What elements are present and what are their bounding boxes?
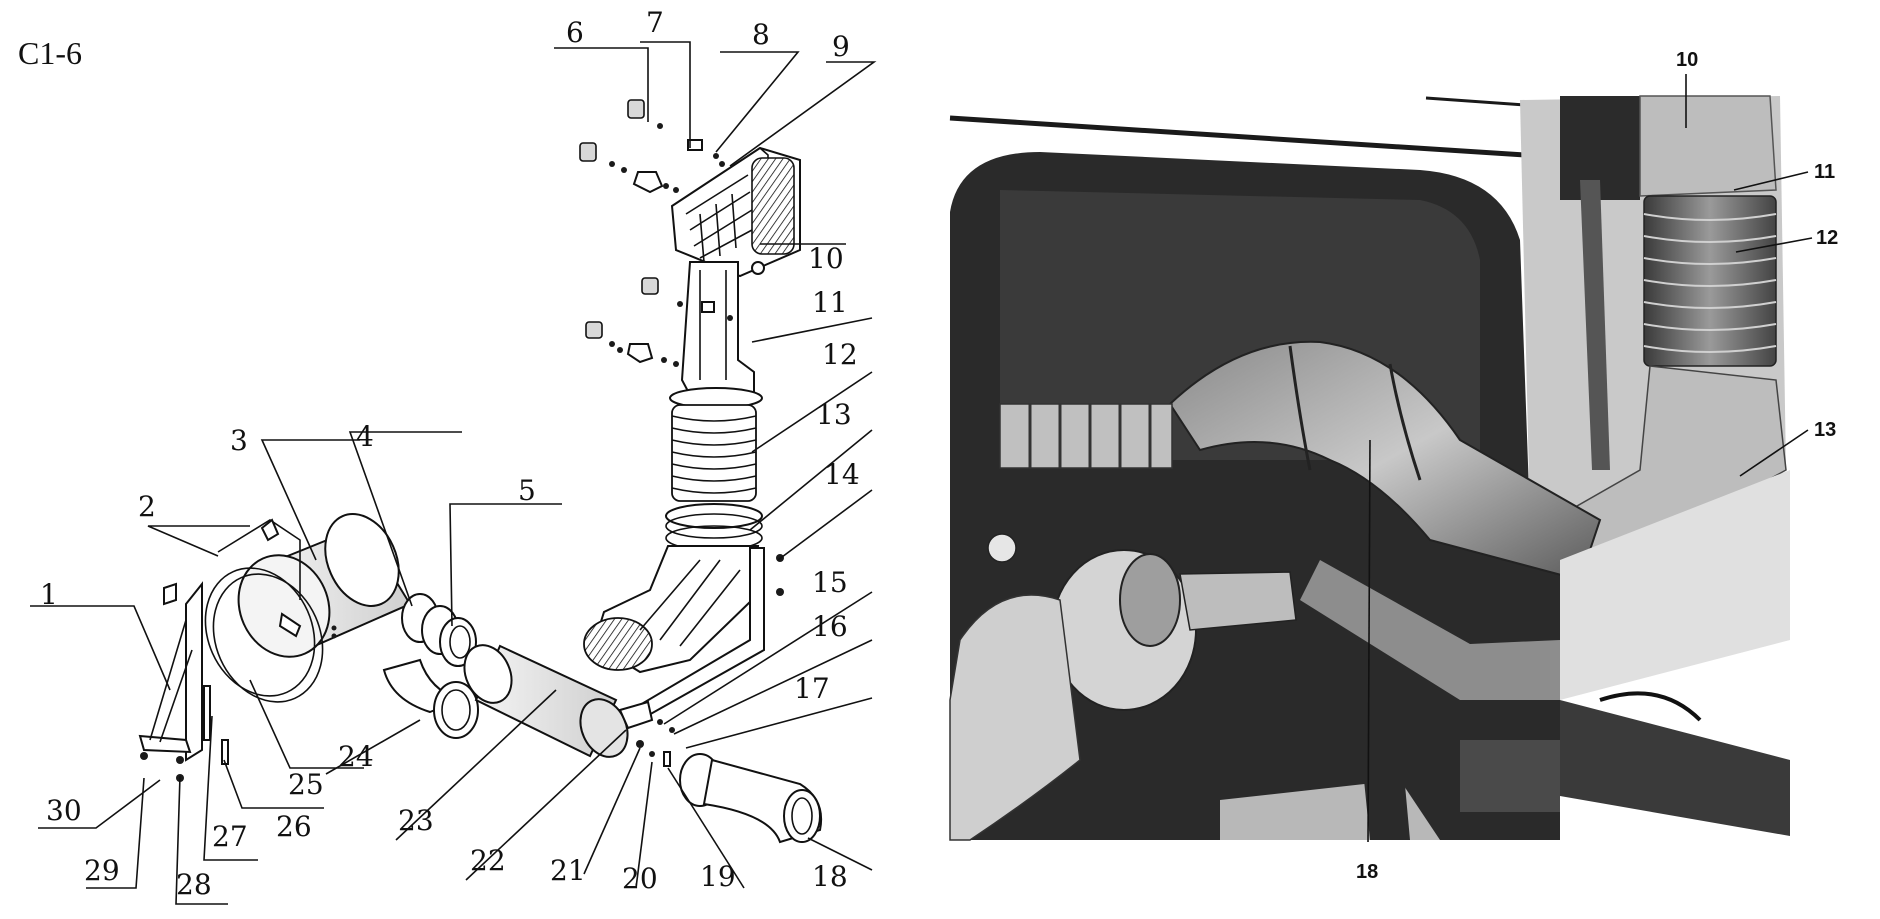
- callout-17: 17: [794, 672, 830, 705]
- callout-19: 19: [700, 860, 736, 893]
- callout-2: 2: [138, 490, 156, 523]
- callout-4: 4: [356, 420, 374, 453]
- photo-callout-13: 13: [1814, 419, 1836, 441]
- callout-1: 1: [40, 578, 58, 611]
- callout-5: 5: [518, 474, 536, 507]
- callout-28: 28: [176, 868, 212, 901]
- turbo-hose-18: [679, 753, 822, 844]
- callout-27: 27: [212, 820, 248, 853]
- callout-16: 16: [812, 610, 848, 643]
- photo-leaders: [1367, 74, 1813, 843]
- mounting-straps: [204, 518, 324, 703]
- callout-12: 12: [822, 338, 858, 371]
- callout-23: 23: [398, 804, 434, 837]
- diagram-leaders: [30, 41, 877, 905]
- photo-callout-12: 12: [1816, 227, 1838, 249]
- snorkel-tube: [680, 261, 765, 396]
- callout-7: 7: [646, 6, 664, 39]
- fasteners-lower: [203, 685, 675, 767]
- diagram-callout-numbers: 1 2 3 4 5 6 7 8 9 10 11 12 13 14 15 16 1…: [40, 6, 860, 901]
- callout-11: 11: [812, 286, 848, 319]
- exploded-diagram: [138, 99, 822, 844]
- photo-callout-numbers: 10 11 12 13 18: [1356, 49, 1838, 883]
- photo-callout-18: 18: [1356, 861, 1378, 883]
- callout-3: 3: [230, 424, 248, 457]
- callout-20: 20: [622, 862, 658, 895]
- photo-callout-11: 11: [1814, 161, 1835, 183]
- intake-pipe-23: [463, 644, 629, 758]
- air-intake-snorkel-head: [670, 146, 801, 278]
- callout-18: 18: [812, 860, 848, 893]
- callout-29: 29: [84, 854, 120, 887]
- cleaner-bracket: [138, 581, 203, 782]
- outlet-sleeves: [401, 593, 477, 667]
- callout-22: 22: [470, 844, 506, 877]
- callout-25: 25: [288, 768, 324, 801]
- air-cleaner-housing: [237, 513, 412, 658]
- callout-24: 24: [338, 740, 374, 773]
- callout-6: 6: [566, 16, 584, 49]
- rubber-elbow-24: [382, 658, 479, 739]
- callout-26: 26: [276, 810, 312, 843]
- callout-21: 21: [550, 854, 586, 887]
- intake-elbow: [583, 545, 760, 674]
- bellows-hose-12: [671, 404, 757, 502]
- callout-9: 9: [832, 30, 850, 63]
- callout-15: 15: [812, 566, 848, 599]
- figure-code: C1-6: [18, 35, 82, 71]
- callout-10: 10: [808, 242, 844, 275]
- hose-clamp-13: [665, 503, 763, 551]
- callout-8: 8: [752, 18, 770, 51]
- callout-14: 14: [824, 458, 860, 491]
- callout-30: 30: [46, 794, 82, 827]
- callout-13: 13: [816, 398, 852, 431]
- mounting-hardware-upper: [579, 99, 733, 367]
- engine-photo: [949, 95, 1790, 841]
- photo-callout-10: 10: [1676, 49, 1698, 71]
